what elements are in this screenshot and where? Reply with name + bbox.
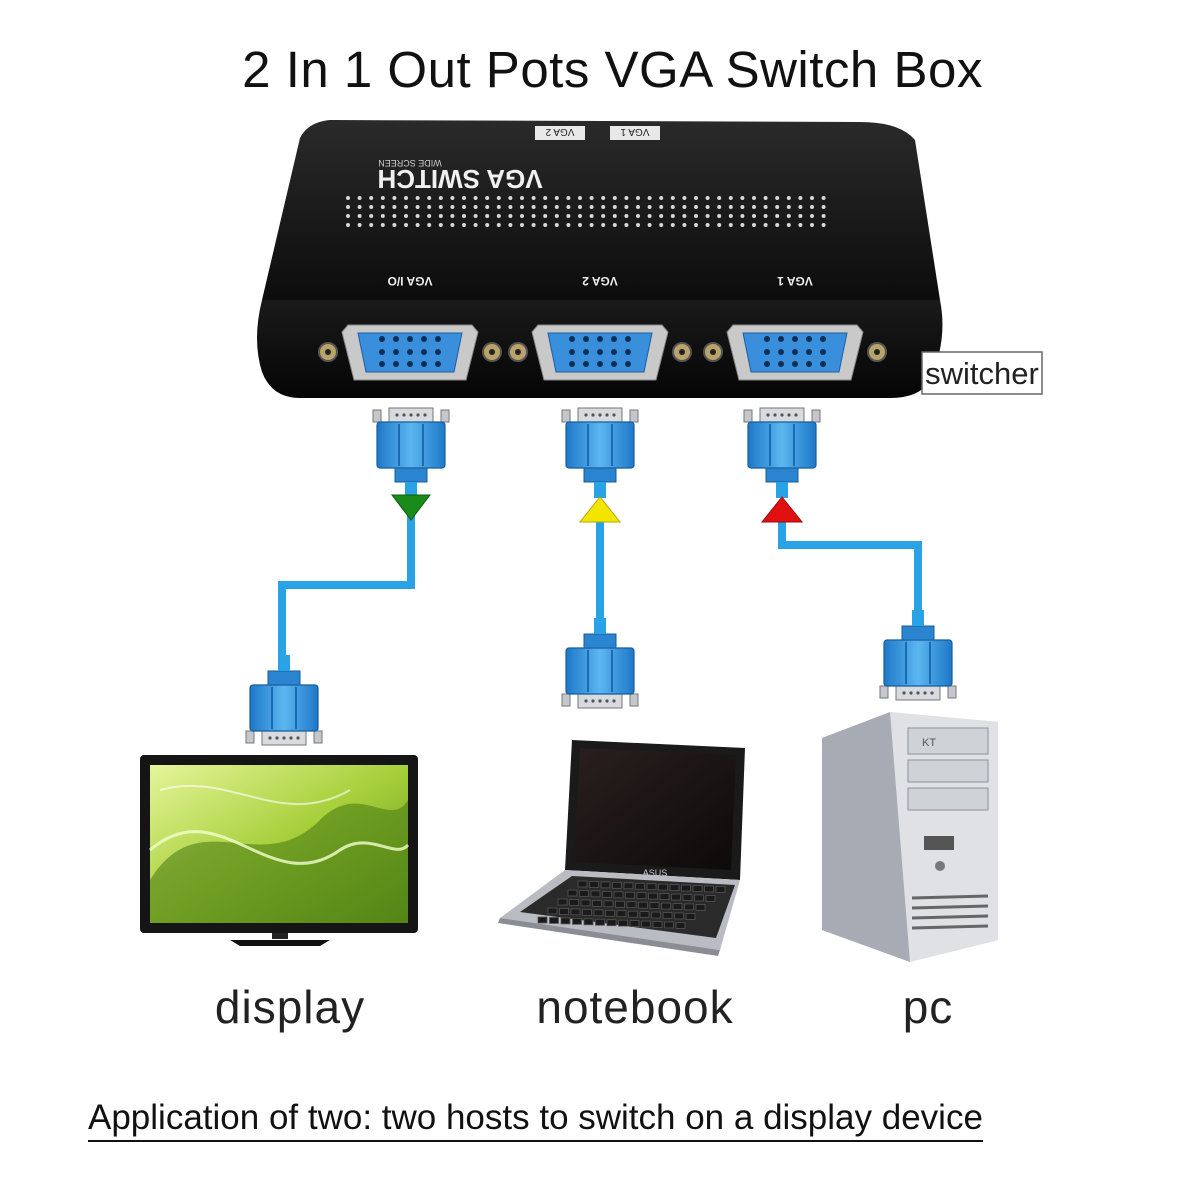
desktop-tower-icon: KT — [822, 712, 998, 962]
switch-brand-text: VGA SWITCH — [377, 164, 542, 194]
device-label-notebook: notebook — [536, 981, 734, 1033]
monitor-icon — [140, 755, 418, 946]
switcher-tag-text: switcher — [925, 356, 1039, 391]
box-port-vga-io — [318, 324, 502, 381]
switcher-tag: switcher — [921, 351, 1043, 395]
vga-switch-box: VGA 2 VGA 1 VGA SWITCH WIDE SCREEN VGA I… — [257, 120, 943, 398]
vga-plug-pc — [879, 610, 957, 701]
tower-brand: KT — [922, 737, 936, 749]
box-port-vga2 — [508, 324, 692, 381]
laptop-icon: ASUS — [498, 740, 745, 956]
vga-plug-pc-end — [743, 407, 821, 498]
arrow-up-yellow-icon — [578, 496, 622, 523]
top-port-label-vga1 — [610, 126, 660, 140]
box-port-vga1 — [703, 324, 887, 381]
page-title: 2 In 1 Out Pots VGA Switch Box — [242, 41, 983, 98]
top-port-text-vga2: VGA 2 — [545, 126, 574, 137]
cable-display — [278, 505, 415, 690]
top-port-text-vga1: VGA 1 — [620, 126, 649, 137]
switch-sub-text: WIDE SCREEN — [378, 158, 442, 168]
laptop-brand: ASUS — [643, 868, 668, 878]
vga-plug-monitor — [245, 655, 323, 746]
vent-holes — [346, 196, 826, 227]
top-port-label-vga2 — [535, 126, 585, 140]
port-label-vga-io: VGA I/O — [388, 274, 433, 288]
vga-plug-display-end — [372, 407, 450, 498]
footer-caption: Application of two: two hosts to switch … — [88, 1098, 983, 1142]
vga-plug-notebook — [561, 618, 639, 709]
port-label-vga2: VGA 2 — [582, 274, 618, 288]
arrow-down-green-icon — [390, 494, 432, 521]
cable-pc — [778, 505, 922, 640]
port-label-vga1: VGA 1 — [777, 274, 813, 288]
device-label-display: display — [214, 981, 366, 1033]
arrow-up-red-icon — [760, 496, 804, 523]
vga-plug-notebook-end — [561, 407, 639, 498]
device-label-pc: pc — [902, 981, 954, 1033]
